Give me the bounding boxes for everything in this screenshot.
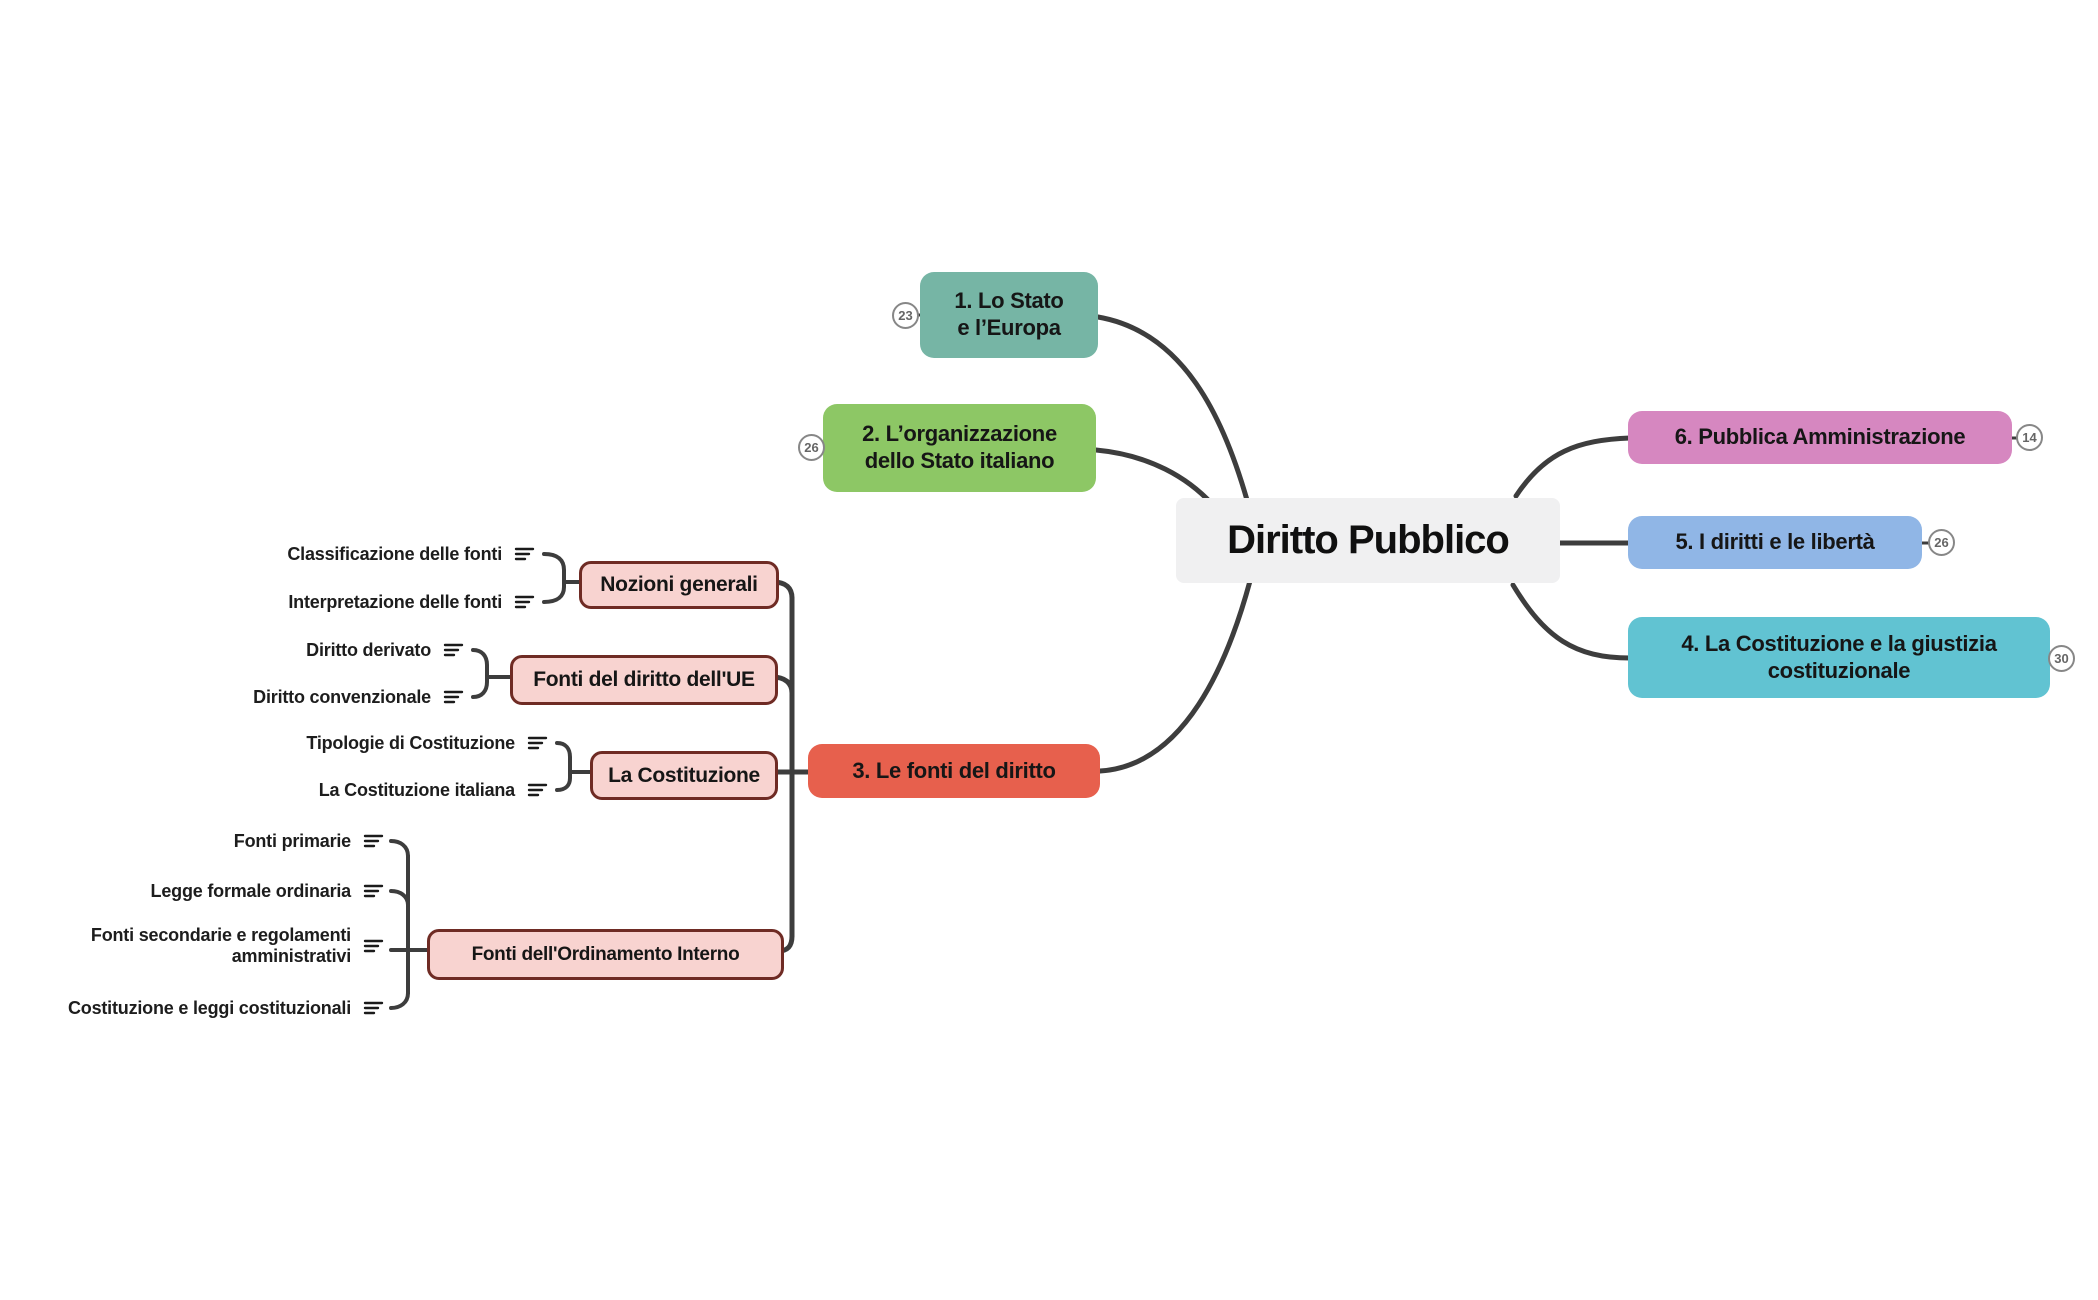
notes-lines-icon[interactable]: [363, 999, 385, 1017]
branch-node-3-le-fonti-del-diritto[interactable]: 3. Le fonti del diritto: [808, 744, 1100, 798]
branch-node-6-pubblica-amministrazione[interactable]: 6. Pubblica Amministrazione: [1628, 411, 2012, 464]
subtopic-nozioni-generali[interactable]: Nozioni generali: [579, 561, 779, 609]
collapsed-count-badge-branch-4[interactable]: 30: [2048, 645, 2075, 672]
leaf-classificazione-delle-fonti[interactable]: Classificazione delle fonti: [287, 540, 536, 568]
notes-lines-icon[interactable]: [527, 734, 549, 752]
leaf-legge-formale-ordinaria[interactable]: Legge formale ordinaria: [151, 877, 385, 905]
root-node[interactable]: Diritto Pubblico: [1176, 498, 1560, 583]
notes-lines-icon[interactable]: [527, 781, 549, 799]
leaf-fonti-primarie[interactable]: Fonti primarie: [234, 827, 385, 855]
collapsed-count-badge-branch-1[interactable]: 23: [892, 302, 919, 329]
notes-lines-icon[interactable]: [443, 641, 465, 659]
notes-lines-icon[interactable]: [514, 593, 536, 611]
collapsed-count-badge-branch-6[interactable]: 14: [2016, 424, 2043, 451]
leaf-costituzione-leggi-costituzionali[interactable]: Costituzione e leggi costituzionali: [68, 994, 385, 1022]
notes-lines-icon[interactable]: [363, 937, 385, 955]
notes-lines-icon[interactable]: [363, 882, 385, 900]
collapsed-count-badge-branch-2[interactable]: 26: [798, 434, 825, 461]
leaf-diritto-convenzionale[interactable]: Diritto convenzionale: [253, 683, 465, 711]
leaf-diritto-derivato[interactable]: Diritto derivato: [306, 636, 465, 664]
subtopic-fonti-diritto-ue[interactable]: Fonti del diritto dell'UE: [510, 655, 778, 705]
leaf-interpretazione-delle-fonti[interactable]: Interpretazione delle fonti: [288, 588, 536, 616]
leaf-tipologie-di-costituzione[interactable]: Tipologie di Costituzione: [306, 729, 549, 757]
subtopic-la-costituzione[interactable]: La Costituzione: [590, 751, 778, 800]
notes-lines-icon[interactable]: [443, 688, 465, 706]
notes-lines-icon[interactable]: [514, 545, 536, 563]
notes-lines-icon[interactable]: [363, 832, 385, 850]
collapsed-count-badge-branch-5[interactable]: 26: [1928, 529, 1955, 556]
branch-node-5-diritti-liberta[interactable]: 5. I diritti e le libertà: [1628, 516, 1922, 569]
leaf-la-costituzione-italiana[interactable]: La Costituzione italiana: [319, 776, 549, 804]
subtopic-fonti-ordinamento-interno[interactable]: Fonti dell'Ordinamento Interno: [427, 929, 784, 980]
